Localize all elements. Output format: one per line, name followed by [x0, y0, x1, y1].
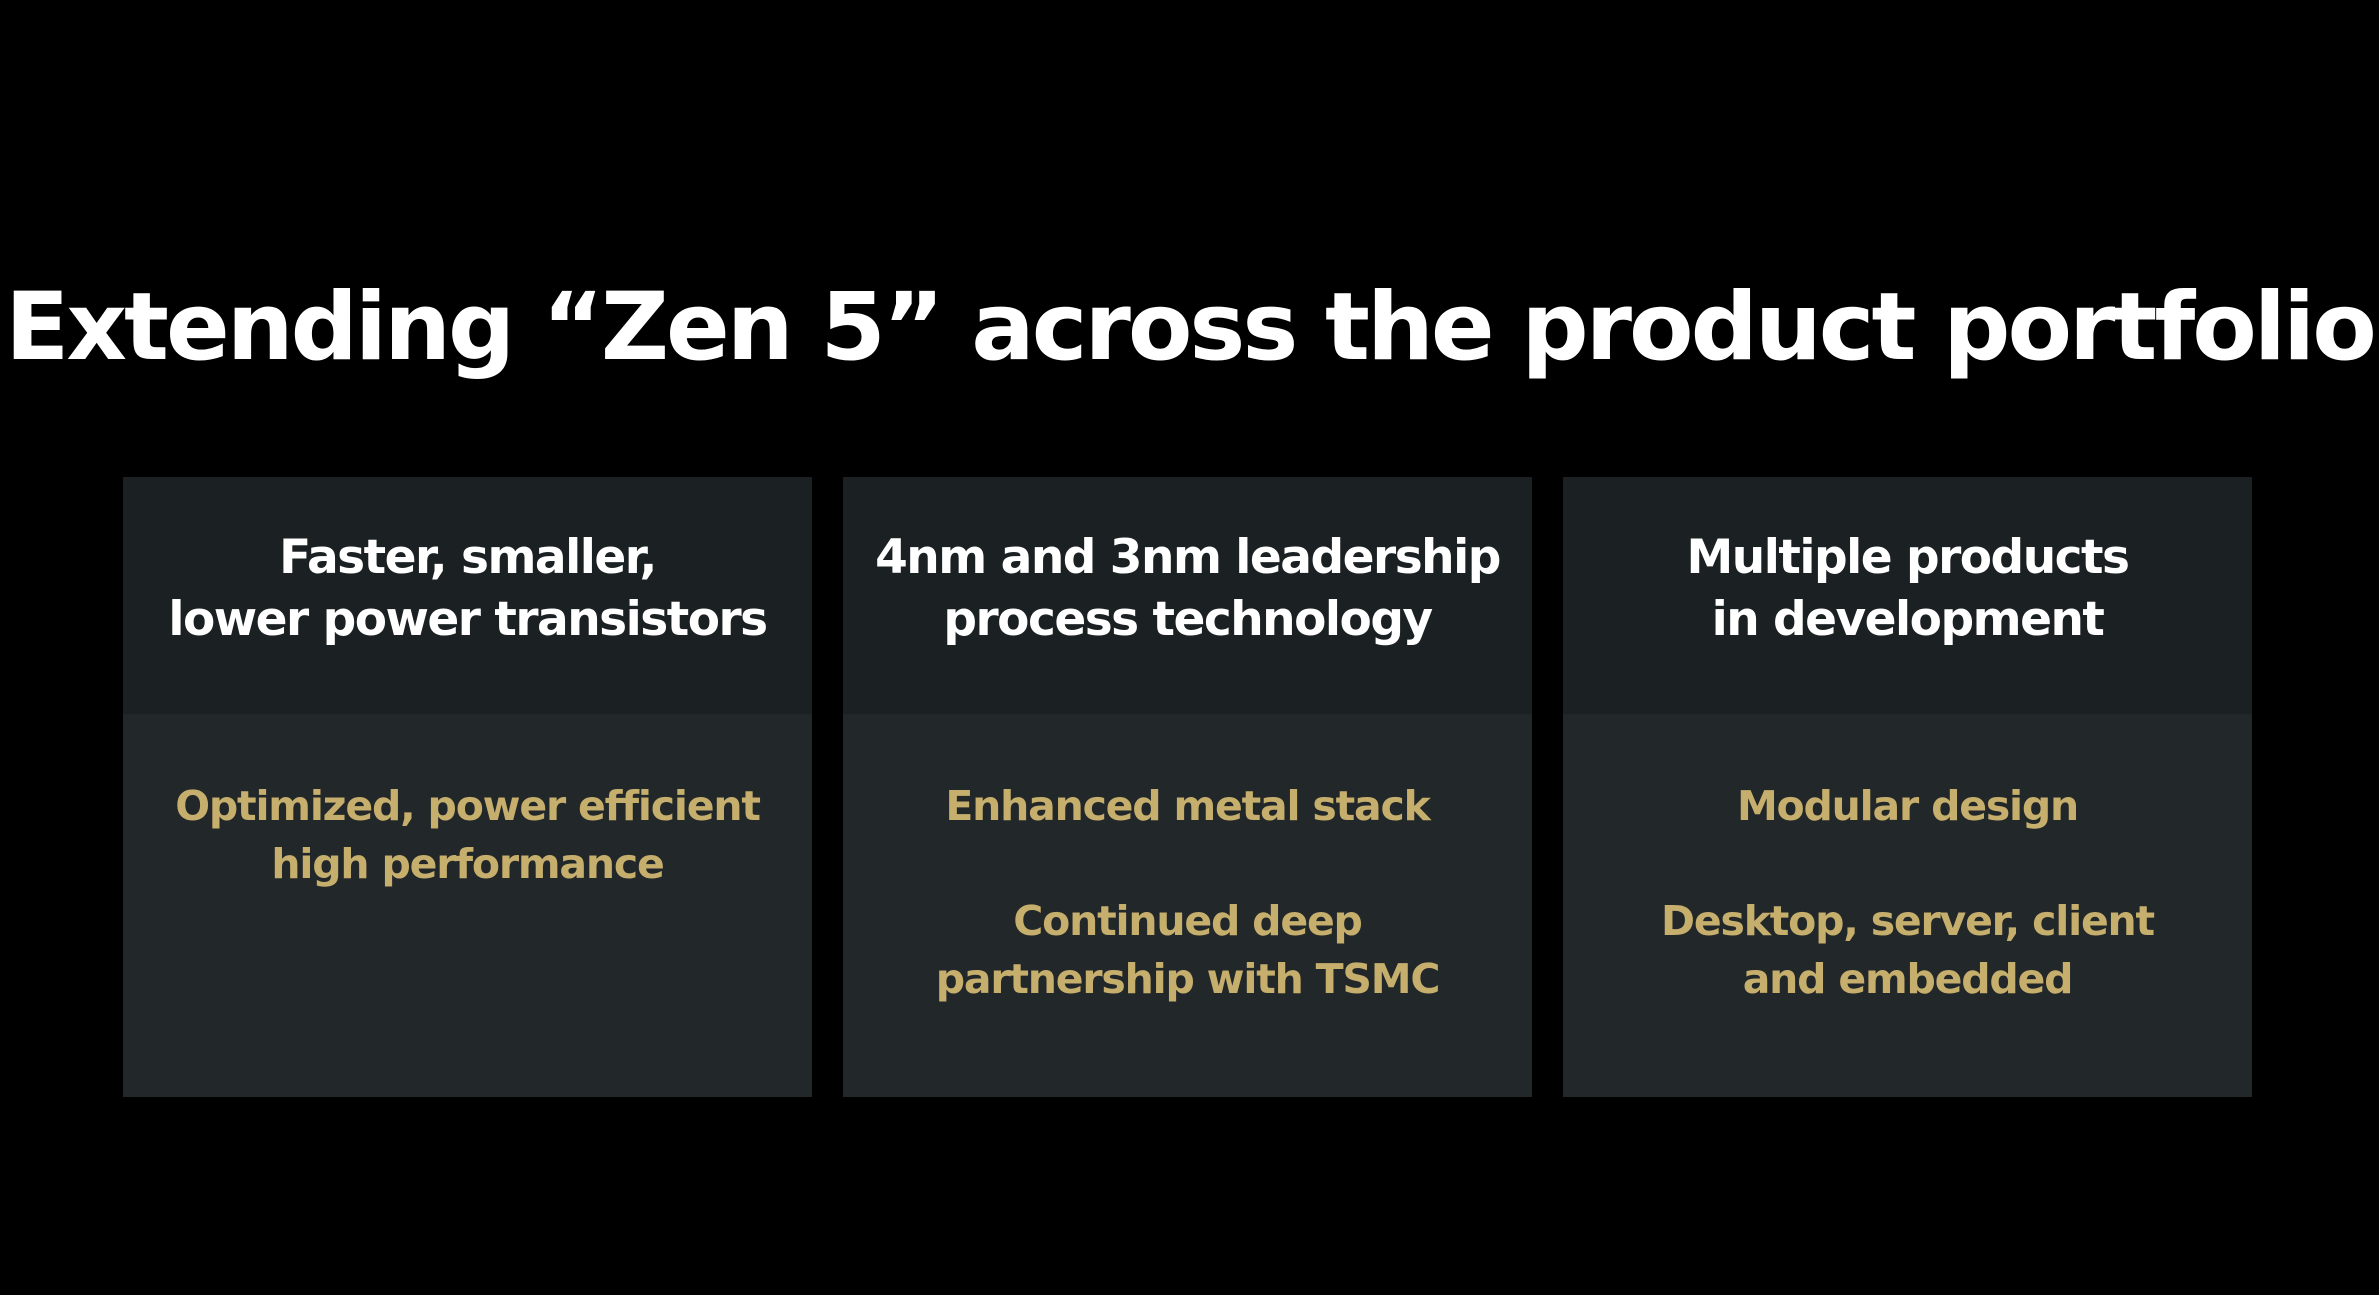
card-body: Enhanced metal stack Continued deep part… [843, 777, 1532, 1008]
card-point-line: high performance [271, 840, 664, 888]
card-point: Desktop, server, client and embedded [1563, 892, 2252, 1008]
card-heading-line: Faster, smaller, [279, 530, 657, 585]
card-point-line: Modular design [1736, 782, 2079, 830]
card-heading-line: process technology [943, 592, 1433, 647]
card-process-technology: 4nm and 3nm leadership process technolog… [843, 477, 1532, 1097]
card-header: Multiple products in development [1563, 477, 2252, 714]
card-point: Continued deep partnership with TSMC [843, 892, 1532, 1008]
card-point-line: Enhanced metal stack [945, 782, 1431, 830]
card-point-line: partnership with TSMC [935, 955, 1441, 1003]
card-body: Modular design Desktop, server, client a… [1563, 777, 2252, 1008]
card-point: Optimized, power efficient high performa… [123, 777, 812, 893]
card-header: Faster, smaller, lower power transistors [123, 477, 812, 714]
card-heading-line: lower power transistors [168, 592, 768, 647]
card-heading: Multiple products in development [1563, 527, 2252, 651]
card-point-line: and embedded [1742, 955, 2074, 1003]
card-point: Modular design [1563, 777, 2252, 835]
card-point-line: Optimized, power efficient [175, 782, 761, 830]
card-heading-line: Multiple products [1686, 530, 2130, 585]
card-heading: 4nm and 3nm leadership process technolog… [843, 527, 1532, 651]
card-heading: Faster, smaller, lower power transistors [123, 527, 812, 651]
card-heading-line: in development [1711, 592, 2105, 647]
card-heading-line: 4nm and 3nm leadership [875, 530, 1501, 585]
slide-title: Extending “Zen 5” across the product por… [5, 273, 2377, 382]
card-body: Optimized, power efficient high performa… [123, 777, 812, 893]
card-transistors: Faster, smaller, lower power transistors… [123, 477, 812, 1097]
card-point: Enhanced metal stack [843, 777, 1532, 835]
card-products: Multiple products in development Modular… [1563, 477, 2252, 1097]
card-point-line: Desktop, server, client [1661, 897, 2155, 945]
card-point-line: Continued deep [1013, 897, 1363, 945]
card-header: 4nm and 3nm leadership process technolog… [843, 477, 1532, 714]
